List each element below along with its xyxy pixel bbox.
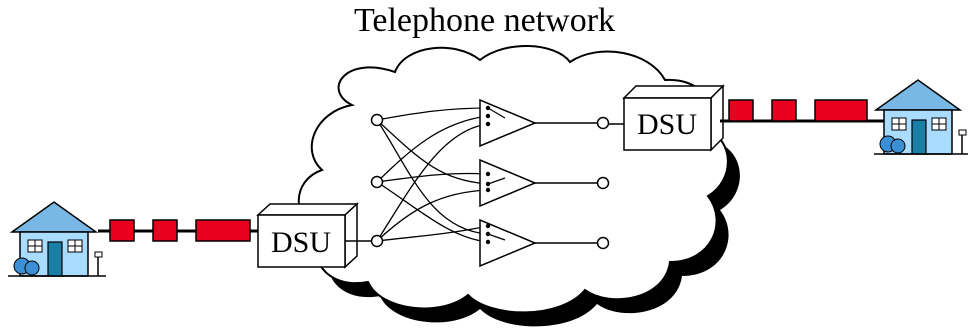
left-dsu-box: DSU — [256, 202, 359, 269]
right-dsu-box: DSU — [622, 84, 725, 152]
left-house-icon — [8, 201, 106, 277]
output-node — [596, 176, 610, 190]
right-dsu-label: DSU — [637, 108, 697, 141]
input-node — [370, 113, 384, 127]
output-lines — [535, 122, 598, 244]
signal-block — [195, 219, 251, 242]
signal-block — [152, 219, 178, 242]
output-node — [596, 116, 610, 130]
diagram-title: Telephone network — [353, 2, 616, 39]
output-nodes — [596, 116, 610, 250]
signal-block — [771, 99, 797, 122]
signal-block — [814, 99, 868, 122]
input-node — [370, 175, 384, 189]
switch-crossbar-lines — [376, 107, 489, 243]
input-node — [370, 234, 384, 248]
amplifier-contact-stubs — [487, 107, 506, 241]
left-signal-line — [98, 219, 262, 242]
amplifier-triangle — [479, 218, 537, 268]
left-dsu-label: DSU — [271, 226, 331, 259]
signal-block — [728, 99, 754, 122]
input-nodes — [370, 113, 384, 248]
amplifier-triangle — [479, 158, 537, 208]
right-signal-line — [720, 99, 886, 123]
right-house-icon — [873, 79, 968, 155]
signal-block — [109, 219, 135, 242]
output-node — [596, 236, 610, 250]
